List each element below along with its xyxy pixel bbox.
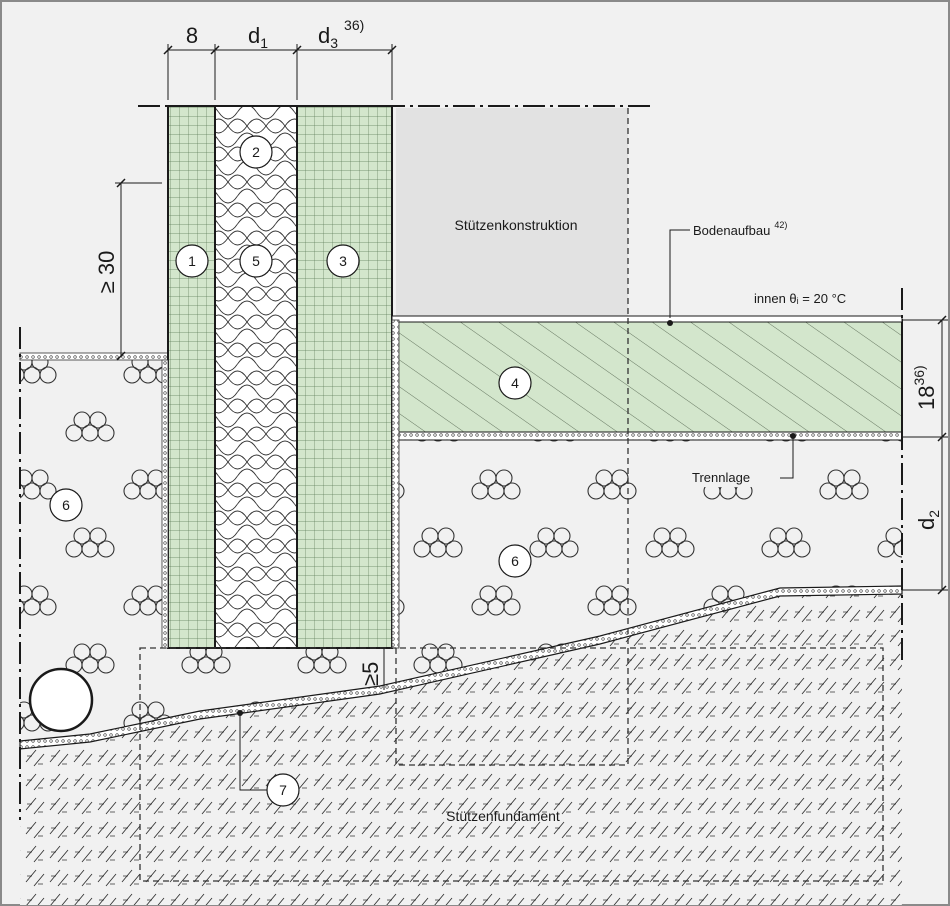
insulation-layer	[214, 105, 298, 649]
dim-18: 1836)	[911, 365, 939, 410]
marker-3: 3	[339, 253, 347, 269]
dim-d1: d1	[248, 23, 268, 51]
dim-min5: ≥5	[358, 662, 383, 686]
ground-surface-layer	[19, 352, 169, 361]
marker-7: 7	[279, 782, 287, 798]
gravel-fill-inside	[392, 437, 902, 690]
left-dimension-line	[115, 182, 162, 356]
edge-strip	[391, 319, 400, 649]
dim-min30: ≥ 30	[94, 251, 119, 294]
marker-5: 5	[252, 253, 260, 269]
column-label: Stützenkonstruktion	[455, 217, 578, 233]
seal-membrane	[19, 585, 903, 750]
right-dimension-line	[902, 319, 948, 591]
marker-4: 4	[511, 375, 519, 391]
marker-6-outside: 6	[62, 497, 70, 513]
wall-layer-3	[296, 105, 393, 649]
marker-2: 2	[252, 144, 260, 160]
separation-layer	[391, 431, 903, 441]
marker-group: 1 2 3 4 5 6 6 7	[49, 135, 532, 807]
foundation-label: Stützenfundament	[446, 808, 560, 824]
wall-protection	[161, 359, 169, 649]
separation-layer-label: Trennlage	[692, 470, 750, 485]
top-dimension-line	[167, 44, 393, 100]
ground-soil	[20, 590, 902, 905]
dim-8: 8	[186, 23, 198, 48]
column-area	[396, 108, 628, 320]
marker-6-inside: 6	[511, 553, 519, 569]
leader-separation	[780, 437, 794, 479]
inside-temp-label: innen θᵢ = 20 °C	[754, 291, 846, 306]
gravel-fill-outside	[20, 356, 168, 648]
wall-layer-1	[167, 105, 216, 649]
marker-1: 1	[188, 253, 196, 269]
gravel-drainage	[20, 648, 392, 745]
column-outline	[395, 108, 629, 766]
dim-d3: d336)	[318, 17, 364, 51]
foundation-outline	[139, 647, 884, 882]
floor-build-up	[391, 315, 903, 323]
dim-d2: d2	[914, 510, 942, 530]
floor-slab	[391, 319, 903, 438]
drain-pipe-icon	[28, 667, 94, 733]
